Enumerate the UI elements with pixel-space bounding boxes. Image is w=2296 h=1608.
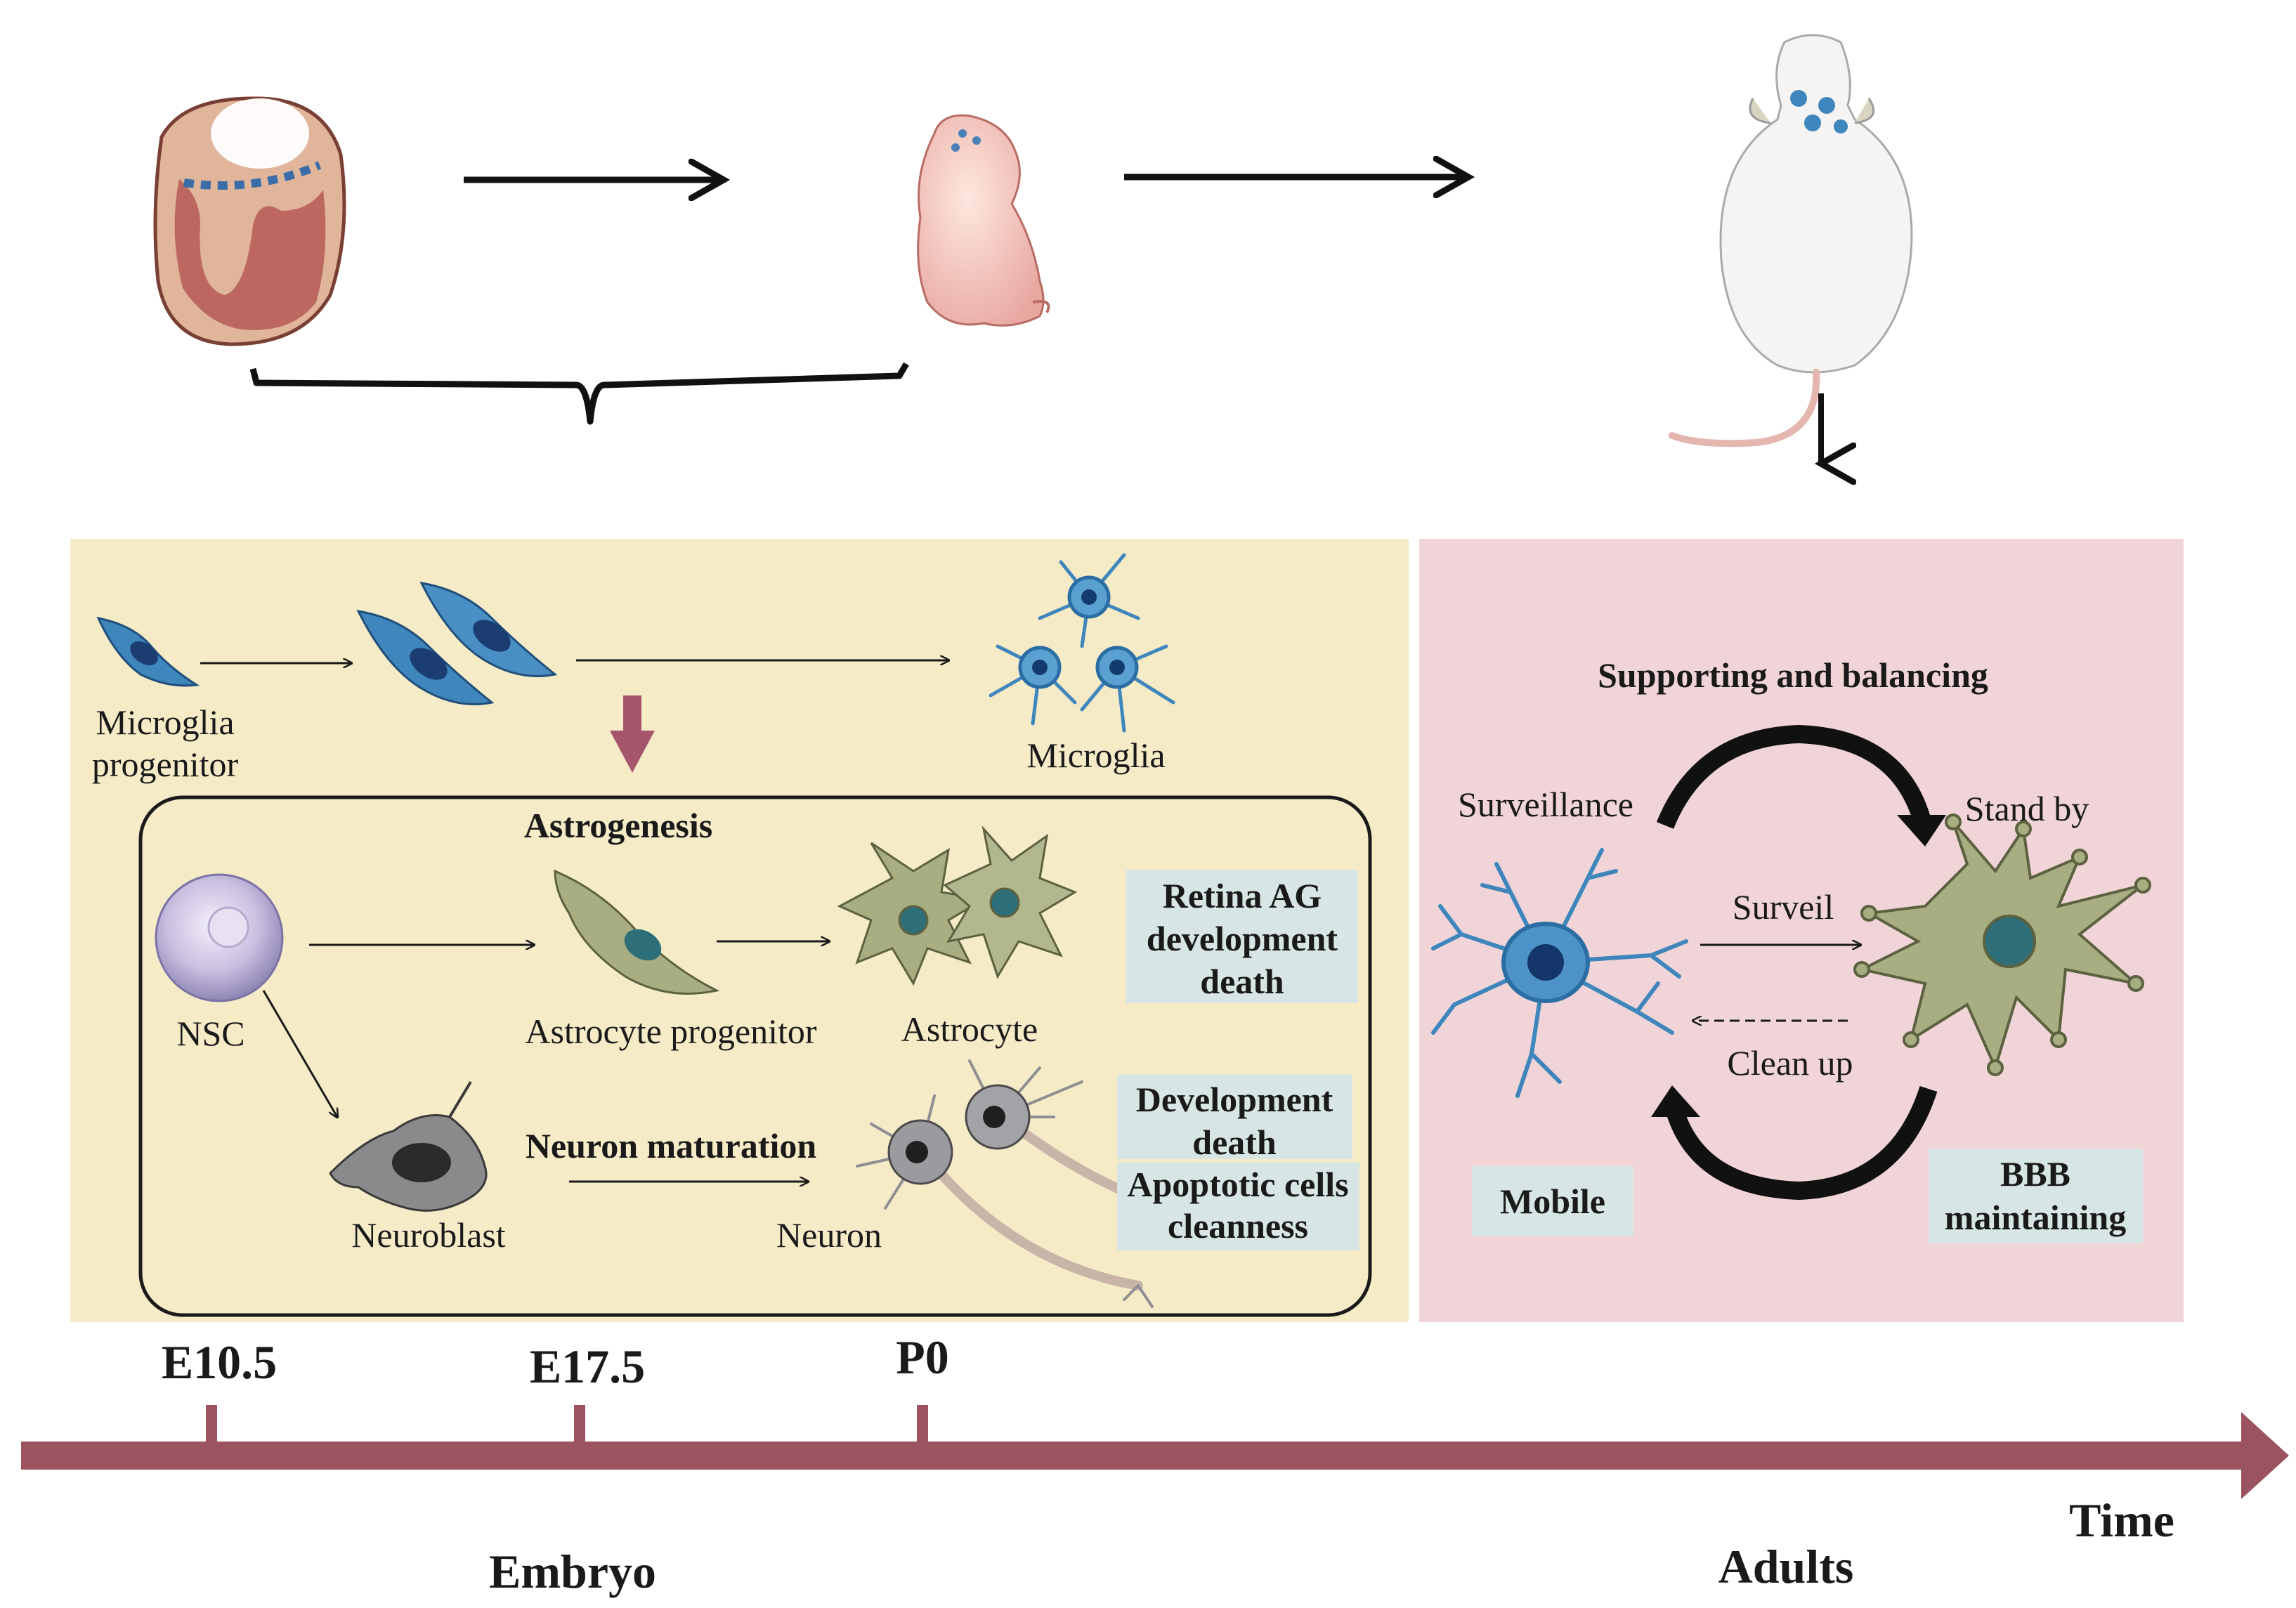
label-nsc: NSC (176, 1014, 244, 1053)
microglia-progenitor-cell (96, 616, 200, 687)
note-retina-line-3: death (1200, 962, 1284, 1001)
note-retina-line-2: development (1147, 919, 1338, 958)
note-development-line-1: Development (1136, 1080, 1333, 1119)
label-clean-up: Clean up (1727, 1043, 1853, 1083)
label-embryo: Embryo (489, 1545, 656, 1598)
label-astrocyte-progenitor: Astrocyte progenitor (525, 1012, 817, 1051)
neuroblast-cell (329, 1080, 488, 1212)
embryo-period-brace (249, 362, 909, 425)
tick-label-p0: P0 (896, 1331, 949, 1384)
nsc-cell (155, 873, 284, 1002)
astrocyte-progenitor-cell (554, 869, 720, 995)
label-microglia: Microglia (1026, 736, 1165, 775)
label-neuroblast: Neuroblast (351, 1215, 505, 1255)
embryo-heart-icon (153, 96, 346, 346)
label-adults: Adults (1718, 1540, 1854, 1593)
astrogenesis-title: Astrogenesis (524, 806, 713, 845)
bbb-box (1929, 1149, 2143, 1243)
label-neuron-maturation: Neuron maturation (526, 1126, 817, 1165)
label-microglia-progenitor-2: progenitor (92, 745, 239, 784)
cycle-arrow-bottom (1666, 1085, 1938, 1201)
cycle-arrow-top-head (1897, 815, 1946, 847)
note-development-box (1117, 1075, 1352, 1159)
newborn-pup-icon (917, 114, 1050, 327)
note-retina-line-1: Retina AG (1163, 876, 1322, 915)
label-bbb-line-2: maintaining (1945, 1198, 2126, 1237)
adult-mouse-icon (1669, 34, 1913, 447)
timeline-axis (21, 1405, 2289, 1499)
cycle-arrow-bottom-head (1651, 1085, 1700, 1117)
mature-microglia-cluster (989, 553, 1175, 733)
label-astrocyte: Astrocyte (901, 1009, 1038, 1049)
note-development-line-2: death (1192, 1123, 1277, 1162)
label-bbb-line-1: BBB (2000, 1154, 2070, 1194)
label-neuron: Neuron (776, 1215, 882, 1255)
astrogenesis-box (138, 795, 1372, 1317)
tick-label-e10-5: E10.5 (162, 1335, 277, 1389)
cycle-arrow-top (1656, 724, 1931, 829)
label-surveil: Surveil (1733, 887, 1834, 927)
note-apoptotic-line-1: Apoptotic cells (1127, 1165, 1348, 1204)
surveilling-microglia-cell (1431, 848, 1688, 1098)
arrow-nsc-to-neuroblast (262, 990, 337, 1117)
label-microglia-progenitor-1: Microglia (96, 702, 234, 742)
proliferating-microglia-cells (356, 582, 558, 705)
down-arrow-to-astrogenesis (610, 695, 655, 773)
standby-astrocyte-cell (1853, 813, 2151, 1076)
note-apoptotic-box (1117, 1163, 1359, 1250)
label-surveillance: Surveillance (1458, 785, 1633, 824)
mobile-box (1472, 1166, 1633, 1236)
adult-panel-title: Supporting and balancing (1598, 655, 1988, 695)
note-apoptotic-line-2: cleanness (1168, 1206, 1308, 1246)
note-retina-box (1126, 870, 1358, 1003)
astrocyte-cells (837, 825, 1078, 986)
label-time: Time (2069, 1493, 2174, 1547)
label-mobile: Mobile (1500, 1182, 1605, 1221)
tick-label-e17-5: E17.5 (530, 1340, 645, 1393)
